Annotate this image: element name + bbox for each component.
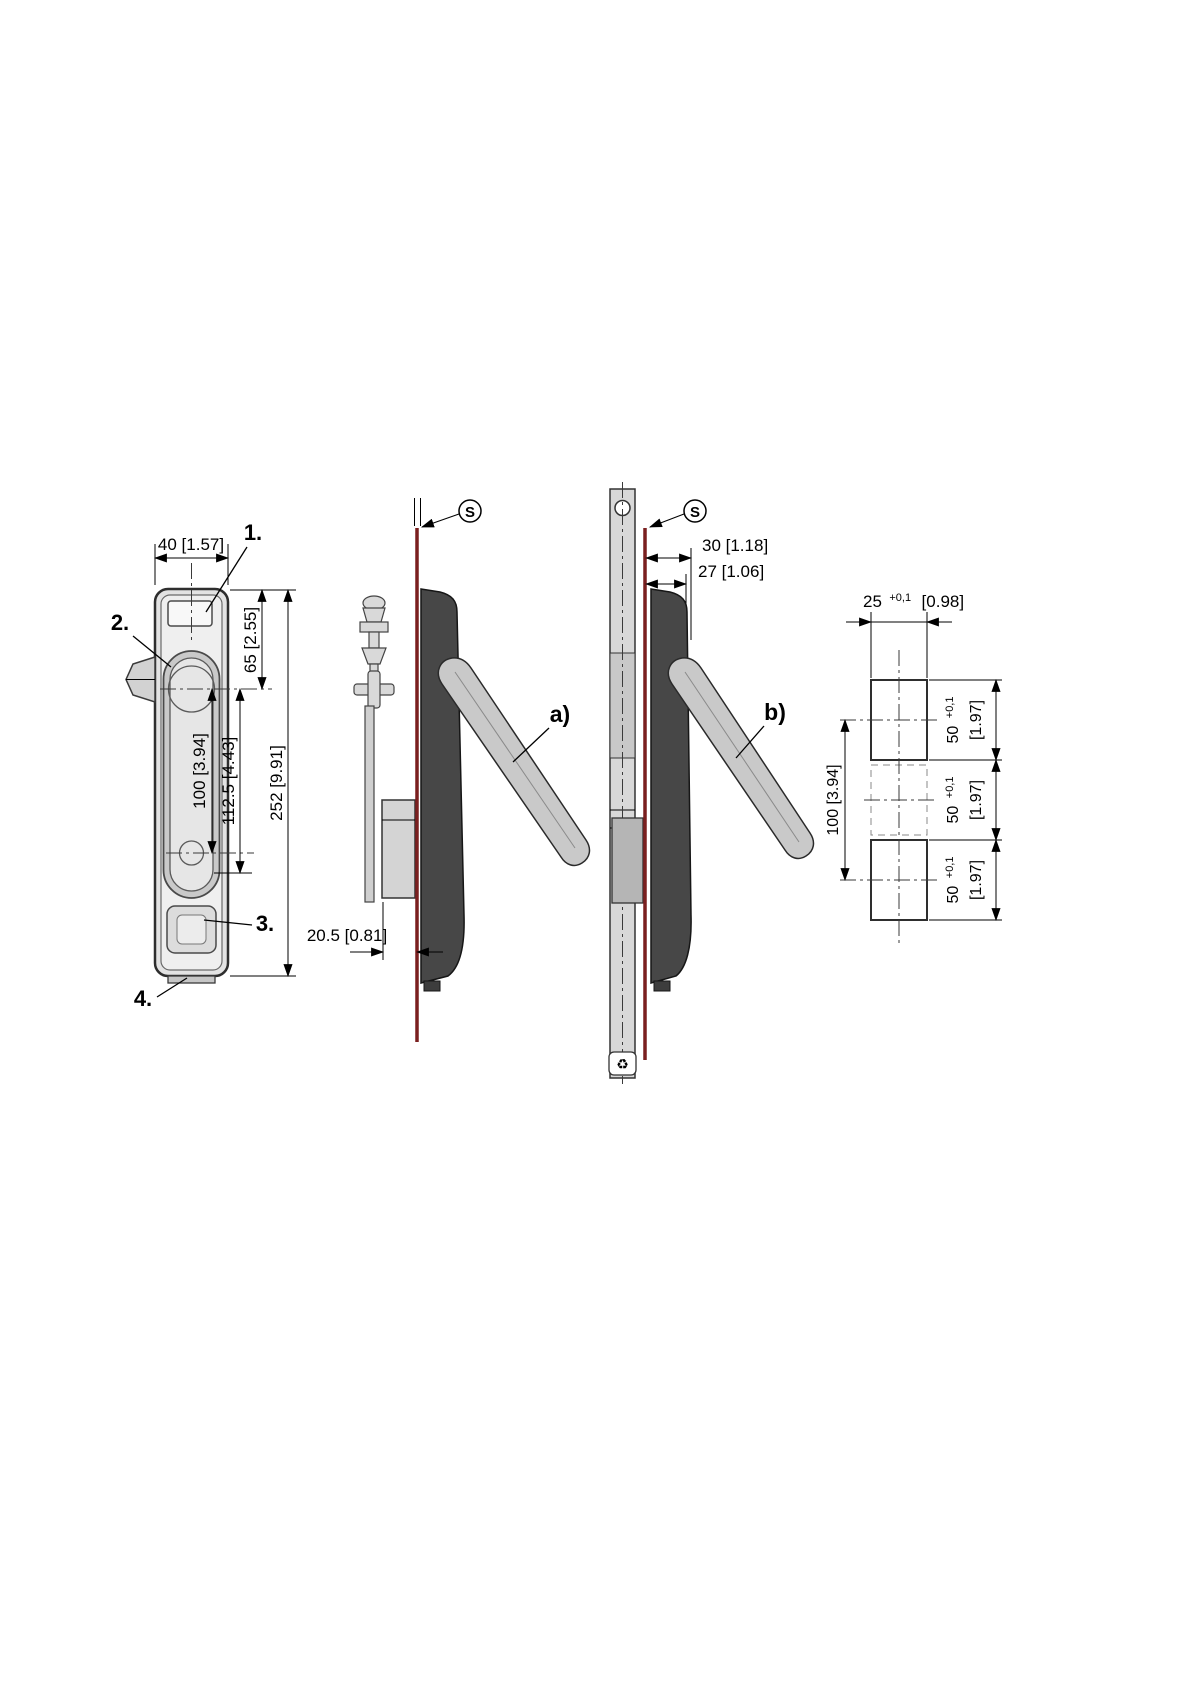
dim-50-value: 50: [945, 886, 962, 904]
dim-252: 252 [9.91]: [267, 745, 286, 821]
handle-contour-line: [684, 671, 800, 843]
lock-body-side: [650, 588, 692, 984]
panel-thickness-symbol-circle: [683, 499, 707, 523]
lock-body-side: [420, 588, 465, 984]
callout-1-leader: [205, 546, 248, 613]
callout-2: 2.: [111, 610, 129, 635]
dim-50-tolerance: +0,1: [944, 697, 956, 719]
dim-50-middle-inch: [1.97]: [968, 780, 985, 820]
lock-body-foot: [653, 980, 671, 992]
callout-4-leader: [156, 977, 188, 998]
dim-depth: 20.5 [0.81]: [307, 926, 387, 945]
locking-bar: [364, 705, 375, 903]
recycle-icon: ♻: [616, 1056, 629, 1072]
view-label-a: a): [550, 701, 570, 727]
dim-100-centers: 100 [3.94]: [825, 764, 842, 835]
front-view: 1. 2. 3. 4. 40 [1.57] 65 [2.55] 100 [3.9…: [111, 520, 296, 1011]
callout-4: 4.: [134, 986, 152, 1011]
dim-65: 65 [2.55]: [241, 607, 260, 673]
callout-2-leader: [132, 635, 172, 668]
dim-27: 27 [1.06]: [698, 562, 764, 581]
dim-112-5: 112.5 [4.43]: [219, 737, 238, 826]
dim-100: 100 [3.94]: [190, 733, 209, 809]
dim-50-middle: 50 +0,1: [944, 777, 962, 824]
callout-3: 3.: [256, 911, 274, 936]
panel-thickness-leader: [420, 513, 460, 528]
lock-insert-detail: [176, 914, 207, 945]
view-label-b: b): [764, 699, 786, 725]
label-window: [167, 600, 213, 627]
dim-25-tolerance: +0,1: [889, 592, 911, 604]
bottom-fixing-tab: [167, 975, 216, 984]
dim-50-top: 50 +0,1: [944, 697, 962, 744]
lock-body-foot: [423, 980, 441, 992]
panel-thickness-leader: [648, 513, 685, 528]
view-label-b-leader: [735, 725, 765, 759]
cylinder-taper: [362, 607, 386, 623]
dim-50-tolerance: +0,1: [944, 777, 956, 799]
dim-25: 25 +0,1 [0.98]: [863, 588, 964, 611]
dim-30: 30 [1.18]: [702, 536, 768, 555]
dim-50-top-inch: [1.97]: [968, 700, 985, 740]
cylinder-collar: [359, 621, 389, 633]
callout-3-leader: [203, 919, 253, 926]
dim-50-value: 50: [945, 726, 962, 744]
cylinder-body: [361, 647, 387, 665]
panel-thickness-symbol: S: [690, 504, 700, 521]
panel-thickness-symbol-circle: [458, 499, 482, 523]
handle-open-position: [667, 657, 815, 860]
lock-mechanism: [353, 595, 416, 903]
dim-50-bottom-inch: [1.97]: [968, 860, 985, 900]
dim-25-value: 25: [863, 592, 882, 611]
dim-25-inch: [0.98]: [922, 592, 965, 611]
view-label-a-leader: [512, 727, 550, 763]
recycle-icon-frame: [608, 1051, 637, 1076]
dim-50-bottom: 50 +0,1: [944, 857, 962, 904]
cutout-view: 25 +0,1 [0.98] 50 +0,1 [1.97] 50 +0,1 [1…: [825, 588, 1002, 944]
cam-vertical: [367, 670, 381, 709]
panel-thickness-symbol: S: [465, 504, 475, 521]
callout-1: 1.: [244, 520, 262, 545]
dim-50-tolerance: +0,1: [944, 857, 956, 879]
cylinder-neck: [368, 631, 380, 649]
dim-50-value: 50: [945, 806, 962, 824]
gear-box-behind-frame: [611, 817, 644, 904]
dim-width: 40 [1.57]: [158, 535, 224, 554]
side-view-b: S 30 [1.18] 27 [1.06] b) ♻: [608, 482, 815, 1084]
side-view-a: S a) 20.5 [0.81]: [307, 498, 591, 1042]
gear-box: [381, 799, 416, 899]
